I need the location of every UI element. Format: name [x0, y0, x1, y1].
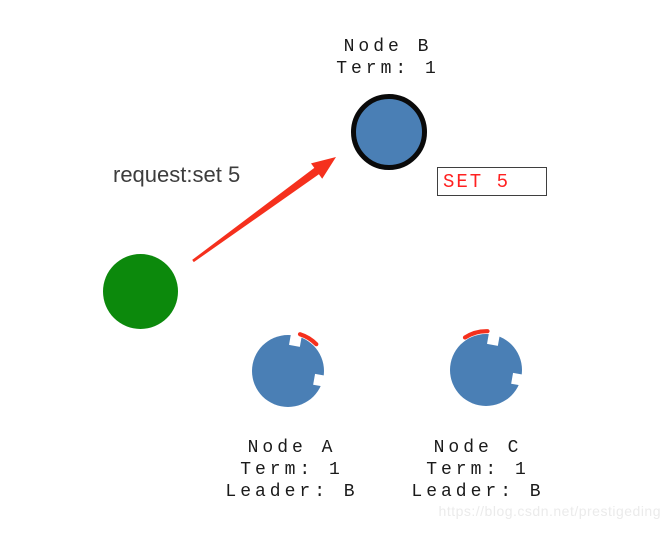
node-c-leader: Leader: B — [411, 482, 545, 502]
node-b-term: Term: 1 — [336, 59, 440, 79]
node-c-label: Node C Term: 1 Leader: B — [368, 437, 588, 503]
node-c-timer-arc — [462, 329, 490, 340]
node-c-term: Term: 1 — [426, 460, 530, 480]
set-value-text: SET 5 — [443, 170, 511, 193]
node-c-circle — [450, 327, 528, 406]
client-circle — [103, 254, 178, 329]
node-a-label: Node A Term: 1 Leader: B — [182, 437, 402, 503]
node-a-name: Node A — [247, 438, 337, 458]
node-b-name: Node B — [343, 37, 433, 57]
client-request-label: request:set 5 — [113, 162, 241, 187]
node-b-circle — [351, 94, 427, 170]
node-a-timer-arc — [297, 332, 319, 347]
watermark: https://blog.csdn.net/prestigeding — [438, 503, 661, 519]
node-a-term: Term: 1 — [240, 460, 344, 480]
node-b-label: Node B Term: 1 — [278, 36, 498, 80]
set-value-box: SET 5 — [437, 167, 547, 196]
node-a-circle — [252, 328, 330, 407]
node-c-name: Node C — [433, 438, 523, 458]
node-a-leader: Leader: B — [225, 482, 359, 502]
